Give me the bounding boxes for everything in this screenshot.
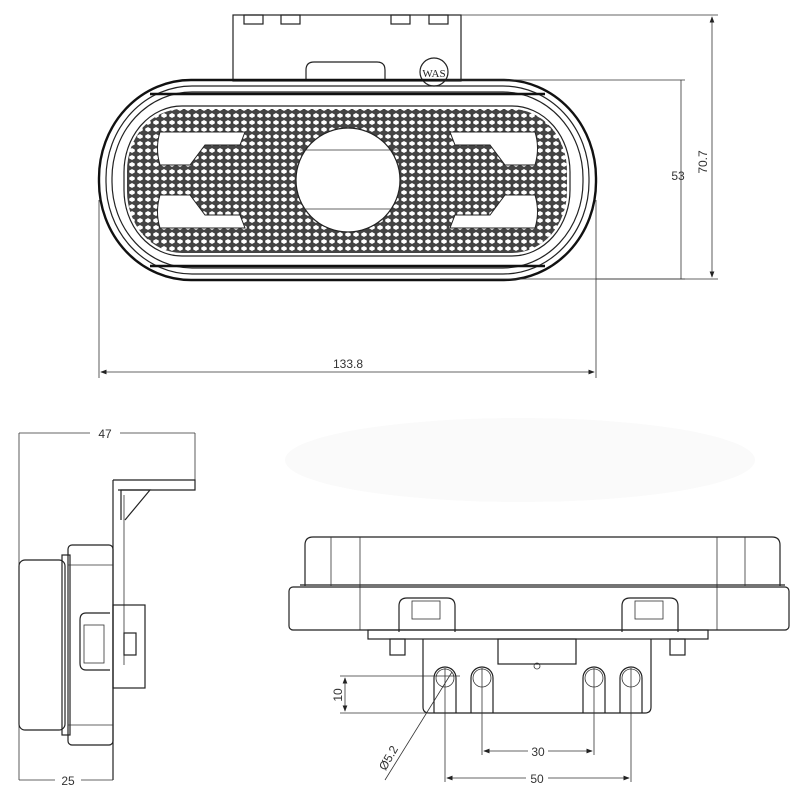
dimension-slot-depth: 10 [331,675,460,714]
logo-text: WAS [422,68,445,80]
total-depth-label: 47 [98,427,112,441]
side-lamp-body [18,544,146,746]
outer-spacing-label: 50 [530,772,544,786]
hole-diameter-label: Ø5.2 [376,743,401,773]
logo-icon: WAS [419,57,449,87]
dimension-lamp-depth: 25 [19,773,113,788]
front-view: WAS 133.8 [97,14,718,378]
dimension-outer-spacing: 50 [444,668,632,786]
dimension-total-depth: 47 [18,426,196,780]
inner-spacing-label: 30 [531,745,545,759]
slot-depth-label: 10 [331,688,345,702]
lamp-housing [97,78,598,282]
dimension-width: 133.8 [98,200,597,378]
lens-height-label: 53 [671,169,685,183]
bottom-view: 10 Ø5.2 30 50 [288,536,790,786]
bottom-lamp-body [288,536,790,670]
background-smudge [285,418,755,502]
side-bracket [112,479,196,780]
lamp-depth-label: 25 [61,774,75,788]
total-height-label: 70.7 [696,150,710,174]
mounting-slots [433,666,643,713]
dimension-total-height: 70.7 [461,14,718,280]
mounting-plate [422,639,652,714]
width-label: 133.8 [333,357,363,371]
side-view: 47 25 [18,426,196,788]
dimension-hole-diameter: Ø5.2 [376,671,453,781]
dimension-inner-spacing: 30 [481,668,595,759]
lens-grid [127,109,567,253]
